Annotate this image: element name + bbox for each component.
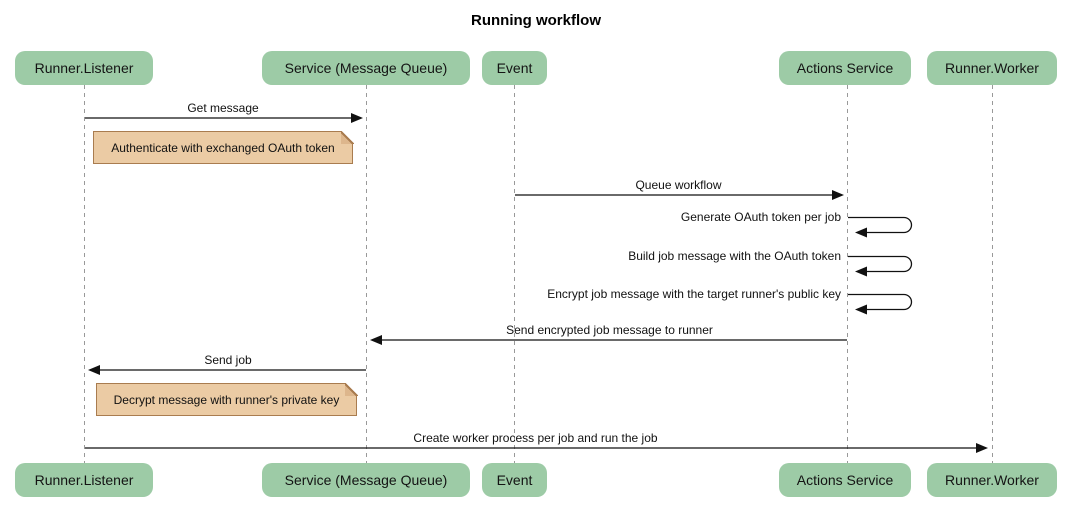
note-decrypt-private-key-text: Decrypt message with runner's private ke… [113,392,340,407]
self-loop-encrypt-job-message [848,293,913,315]
diagram-title: Running workflow [471,12,601,29]
actor-service-message-queue-bottom: Service (Message Queue) [262,463,470,497]
message-label-build-job-message: Build job message with the OAuth token [628,249,841,263]
message-label-create-worker-process: Create worker process per job and run th… [413,431,658,445]
self-loop-build-job-message [848,255,913,277]
note-fold-corner-icon [340,130,354,144]
actor-runner-worker-bottom: Runner.Worker [927,463,1057,497]
actor-runner-listener-top: Runner.Listener [15,51,153,85]
message-label-send-job: Send job [204,353,252,367]
actor-event-bottom: Event [482,463,547,497]
note-decrypt-private-key: Decrypt message with runner's private ke… [96,382,358,416]
message-label-encrypt-job-message: Encrypt job message with the target runn… [547,287,841,301]
actor-service-message-queue-top: Service (Message Queue) [262,51,470,85]
actor-actions-service-top: Actions Service [779,51,911,85]
message-label-get-message: Get message [187,101,259,115]
note-fold-corner-icon [344,382,358,396]
message-label-queue-workflow: Queue workflow [635,178,722,192]
actor-runner-listener-bottom: Runner.Listener [15,463,153,497]
actor-actions-service-bottom: Actions Service [779,463,911,497]
self-loop-generate-oauth-token [848,216,913,238]
note-authenticate-oauth-text: Authenticate with exchanged OAuth token [111,140,335,155]
actor-event-top: Event [482,51,547,85]
message-label-generate-oauth-token: Generate OAuth token per job [680,210,841,224]
note-authenticate-oauth: Authenticate with exchanged OAuth token [93,130,354,164]
actor-runner-worker-top: Runner.Worker [927,51,1057,85]
message-label-send-encrypted-job-message: Send encrypted job message to runner [506,323,713,337]
